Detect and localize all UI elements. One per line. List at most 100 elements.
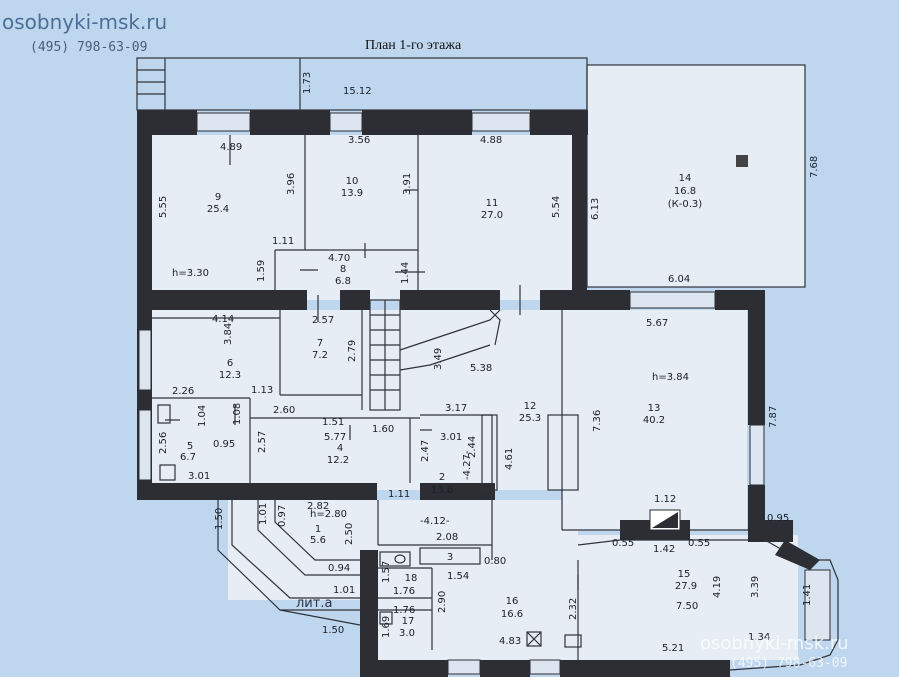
dim-1-76: 1.76 — [393, 605, 415, 616]
terrace-top — [136, 57, 588, 111]
room-2-area: 13.6 — [431, 485, 453, 496]
dim-3-84: 3.84 — [223, 323, 234, 345]
porch — [217, 500, 361, 626]
dim-5-77: 5.77 — [324, 432, 346, 443]
dim-5-38: 5.38 — [470, 363, 492, 374]
room-labels: 9 25.4 10 13.9 11 27.0 14 16.8 (К-0.3) 8… — [180, 173, 702, 639]
dim-2-57b: 2.57 — [257, 431, 268, 453]
room-13-area: 40.2 — [643, 415, 665, 426]
chimney-marker — [736, 155, 748, 167]
fireplace — [620, 509, 690, 540]
dim-3-56: 3.56 — [348, 135, 370, 146]
room-16-area: 16.6 — [501, 609, 523, 620]
room-9-area: 25.4 — [207, 204, 229, 215]
dim-1-08: 1.08 — [232, 403, 243, 425]
dim-1-50b: 1.50 — [322, 625, 344, 636]
room-14-number: 14 — [679, 173, 692, 184]
dim-0-80: 0.80 — [484, 556, 506, 567]
dim-5-21: 5.21 — [662, 643, 684, 654]
room-4-area: 12.2 — [327, 455, 349, 466]
dim-3-91: 3.91 — [402, 173, 413, 195]
room-10-number: 10 — [346, 176, 359, 187]
bay-window — [577, 539, 839, 671]
dim-4-14: 4.14 — [212, 314, 234, 325]
room-14-outline — [586, 64, 806, 288]
dim-0-94: 0.94 — [328, 563, 350, 574]
dim-0-55b: 0.55 — [688, 538, 710, 549]
phone-text: (495) 798-63-09 — [30, 40, 147, 55]
dim-4-83: 4.83 — [499, 636, 521, 647]
dim-3-96: 3.96 — [286, 173, 297, 195]
dim-4-88: 4.88 — [480, 135, 502, 146]
room-4-number: 4 — [337, 443, 343, 454]
room-11-number: 11 — [486, 198, 499, 209]
dim-6-13: 6.13 — [590, 198, 601, 220]
dim-1-44: 1.44 — [400, 262, 411, 284]
dim-1-34: 1.34 — [748, 632, 770, 643]
dim-1-50a: 1.50 — [214, 508, 225, 530]
room-1-number: 1 — [315, 524, 321, 535]
room-2-number: 2 — [439, 472, 445, 483]
dim-2-90: 2.90 — [437, 591, 448, 613]
room-9-number: 9 — [215, 192, 221, 203]
height-h330: h=3.30 — [172, 268, 209, 279]
dim-7-36: 7.36 — [592, 410, 603, 432]
height-labels: h=3.30 h=3.84 h=2.80 -4.27- -4.12- лит.а — [172, 268, 689, 611]
dim-1-12: 1.12 — [654, 494, 676, 505]
room-1-area: 5.6 — [310, 535, 326, 546]
level-427: -4.27- — [462, 450, 473, 480]
room-12-number: 12 — [524, 401, 537, 412]
room-6-number: 6 — [227, 358, 233, 369]
room-17-number: 17 — [402, 616, 415, 627]
dim-7-50: 7.50 — [676, 601, 698, 612]
height-h280: h=2.80 — [310, 509, 347, 520]
dim-0-97: 0.97 — [277, 505, 288, 527]
dim-1-54: 1.54 — [447, 571, 469, 582]
dim-2-08: 2.08 — [436, 532, 458, 543]
room-13-number: 13 — [648, 403, 661, 414]
dim-1-59: 1.59 — [256, 260, 267, 282]
dim-1-51: 1.51 — [322, 417, 344, 428]
dim-3-01a: 3.01 — [440, 432, 462, 443]
dim-4-89: 4.89 — [220, 142, 242, 153]
dim-5-54: 5.54 — [551, 196, 562, 218]
room-18-area: 1.76 — [393, 586, 415, 597]
dim-5-55: 5.55 — [158, 196, 169, 218]
dim-2-57a: 2.57 — [312, 315, 334, 326]
lit-a-label: лит.а — [296, 596, 332, 611]
fixtures — [157, 404, 582, 648]
staircase — [369, 299, 501, 411]
dim-2-47: 2.47 — [420, 440, 431, 462]
room-15-number: 15 — [678, 569, 691, 580]
room-8-number: 8 — [340, 264, 346, 275]
brand-text: osobnyki-msk.ru — [2, 10, 167, 34]
room-12-area: 25.3 — [519, 413, 541, 424]
floor-fill — [152, 65, 805, 660]
room-16-number: 16 — [506, 596, 519, 607]
dim-1-01b: 1.01 — [333, 585, 355, 596]
room-10-area: 13.9 — [341, 188, 363, 199]
room-15-area: 27.9 — [675, 581, 697, 592]
dim-6-04: 6.04 — [668, 274, 690, 285]
dim-3-01b: 3.01 — [188, 471, 210, 482]
room-5-number: 5 — [187, 441, 193, 452]
dim-1-57: 1.57 — [381, 561, 392, 583]
watermark-phone: (495) 798-63-09 — [730, 656, 847, 671]
dim-1-11a: 1.11 — [272, 236, 294, 247]
dim-3-49: 3.49 — [433, 348, 444, 370]
dim-1-69: 1.69 — [381, 616, 392, 638]
room-3-number: 3 — [447, 552, 453, 563]
dim-1-04: 1.04 — [197, 405, 208, 427]
dim-0-55a: 0.55 — [612, 538, 634, 549]
dim-3-17: 3.17 — [445, 403, 467, 414]
dim-5-67: 5.67 — [646, 318, 668, 329]
level-412: -4.12- — [420, 516, 450, 527]
dim-1-73: 1.73 — [302, 72, 313, 94]
plan-title: План 1-го этажа — [365, 38, 462, 53]
dim-2-82: 2.82 — [307, 501, 329, 512]
dim-4-61: 4.61 — [504, 448, 515, 470]
dim-2-60: 2.60 — [273, 405, 295, 416]
dim-2-44: 2.44 — [467, 436, 478, 458]
room-14-note: (К-0.3) — [668, 199, 703, 210]
